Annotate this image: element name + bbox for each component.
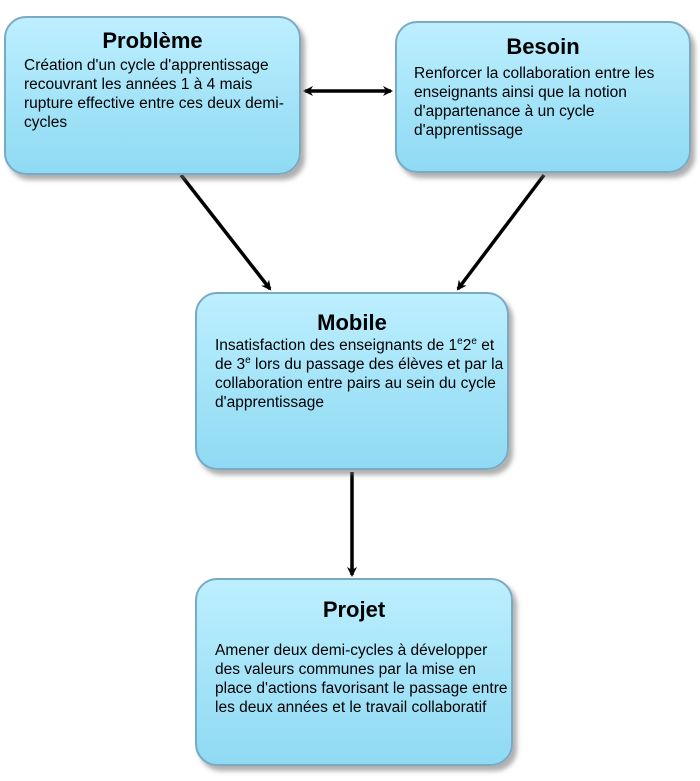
probleme-box: Problème Création d'un cycle d'apprentis… [4, 16, 301, 175]
mobile-text-part4: lors du passage des élèves et par la col… [215, 356, 504, 411]
arrow-probleme-mobile [179, 173, 272, 291]
besoin-text: Renforcer la collaboration entre les ens… [414, 65, 655, 139]
besoin-title: Besoin [506, 34, 580, 59]
mobile-sup1: e [457, 335, 463, 347]
probleme-title: Problème [102, 28, 203, 53]
arrow-besoin-mobile [456, 173, 546, 291]
mobile-box: Mobile Insatisfaction des enseignants de… [195, 292, 509, 470]
mobile-text: Insatisfaction des enseignants de 1e2e e… [215, 336, 507, 412]
projet-box: Projet Amener deux demi-cycles à dévelop… [195, 578, 513, 766]
mobile-sup2: e [471, 335, 477, 347]
mobile-text-part2: 2 [462, 337, 472, 354]
mobile-text-part3: et de 3 [215, 337, 495, 373]
probleme-text: Création d'un cycle d'apprentissage reco… [24, 57, 284, 131]
mobile-text-part1: Insatisfaction des enseignants de 1 [215, 337, 458, 354]
mobile-sup3: e [245, 354, 251, 366]
mobile-title: Mobile [317, 310, 387, 335]
besoin-box: Besoin Renforcer la collaboration entre … [395, 21, 691, 173]
projet-title: Projet [322, 597, 386, 622]
projet-text: Amener deux demi-cycles à développer des… [215, 642, 508, 716]
